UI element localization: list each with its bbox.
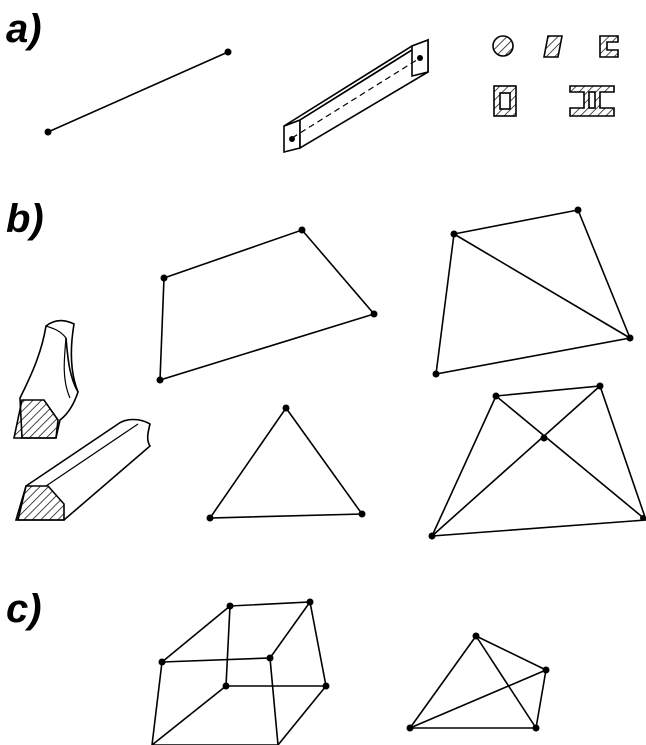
curved-shell <box>13 319 79 439</box>
quadrilateral-split <box>432 206 634 378</box>
triangle <box>206 404 366 522</box>
label-a: a) <box>6 7 42 51</box>
quadrilateral-crossed <box>428 382 646 540</box>
beam-element <box>283 38 429 154</box>
cross-sections <box>492 35 619 117</box>
tetrahedron <box>406 632 550 732</box>
quadrilateral <box>156 226 378 384</box>
label-b: b) <box>6 197 44 241</box>
line-element <box>44 48 232 136</box>
label-c: c) <box>6 587 42 631</box>
straight-shell <box>14 418 152 521</box>
hexahedron <box>151 598 330 745</box>
